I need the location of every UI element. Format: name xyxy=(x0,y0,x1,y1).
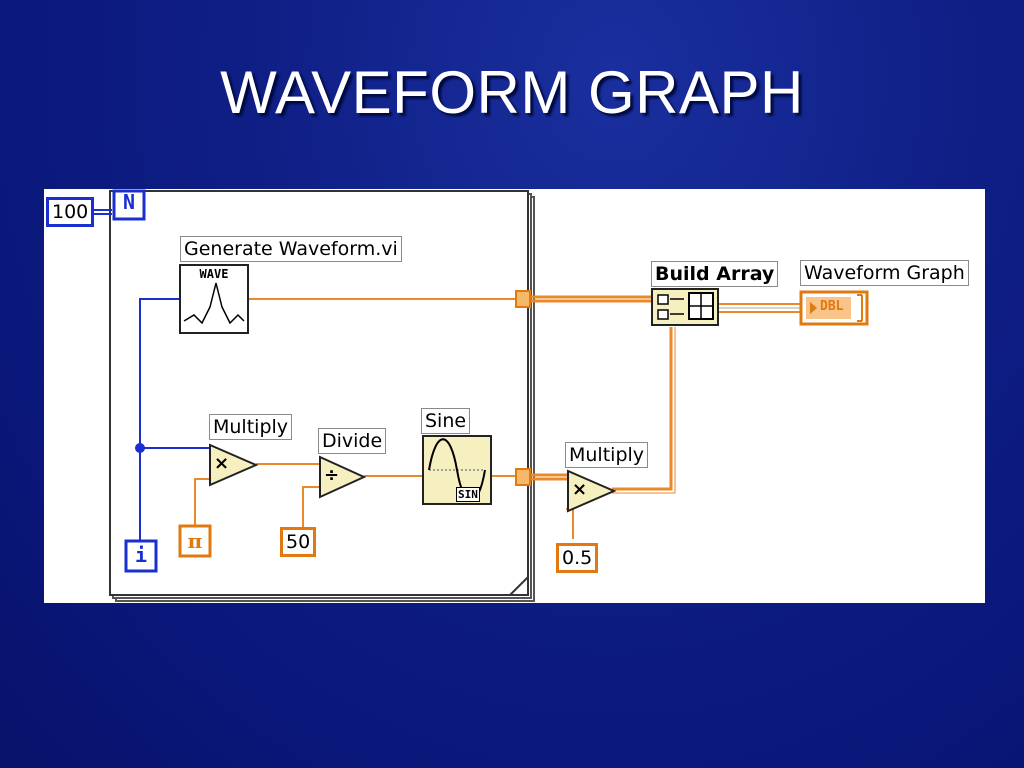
pi-constant: π xyxy=(187,529,203,553)
multiply-outer-symbol: × xyxy=(572,479,588,500)
divide-symbol: ÷ xyxy=(324,465,340,486)
pi-constant-box[interactable] xyxy=(178,524,212,558)
blue-wires xyxy=(92,209,209,545)
build-array-node[interactable] xyxy=(651,288,719,326)
tunnel-waveform xyxy=(515,290,531,308)
slide-title: WAVEFORM GRAPH xyxy=(220,59,804,126)
graph-icon-text: DBL xyxy=(820,299,844,314)
multiply-inner-node[interactable] xyxy=(209,443,259,487)
divide-node[interactable] xyxy=(319,455,367,499)
scale-constant[interactable]: 0.5 xyxy=(556,543,599,573)
waveform-graph-label: Waveform Graph xyxy=(800,260,969,286)
wave-icon-text: WAVE xyxy=(199,267,229,281)
divide-label: Divide xyxy=(318,428,387,454)
loop-count-label: N xyxy=(122,190,136,214)
multiply-inner-symbol: × xyxy=(214,453,230,474)
waveform-graph-terminal[interactable] xyxy=(799,290,869,326)
iteration-label: i xyxy=(134,543,148,567)
loop-corner-icon xyxy=(507,574,529,596)
sine-icon-text: SIN xyxy=(456,487,480,502)
sine-label: Sine xyxy=(421,408,471,434)
block-diagram: 100 N i Generate Waveform.vi WAVE Multip… xyxy=(44,189,985,603)
loop-count-terminal xyxy=(112,189,146,221)
iteration-terminal xyxy=(124,539,158,573)
multiply-outer-label: Multiply xyxy=(565,442,649,468)
divisor-constant[interactable]: 50 xyxy=(280,527,317,557)
multiply-inner-label: Multiply xyxy=(209,414,293,440)
build-array-label: Build Array xyxy=(651,261,779,287)
generate-waveform-icon xyxy=(179,264,249,334)
array-wires xyxy=(530,295,801,494)
generate-waveform-label: Generate Waveform.vi xyxy=(180,236,402,262)
multiply-outer-node[interactable] xyxy=(567,469,617,513)
tunnel-sine xyxy=(515,468,531,486)
loop-count-constant[interactable]: 100 xyxy=(46,197,95,227)
